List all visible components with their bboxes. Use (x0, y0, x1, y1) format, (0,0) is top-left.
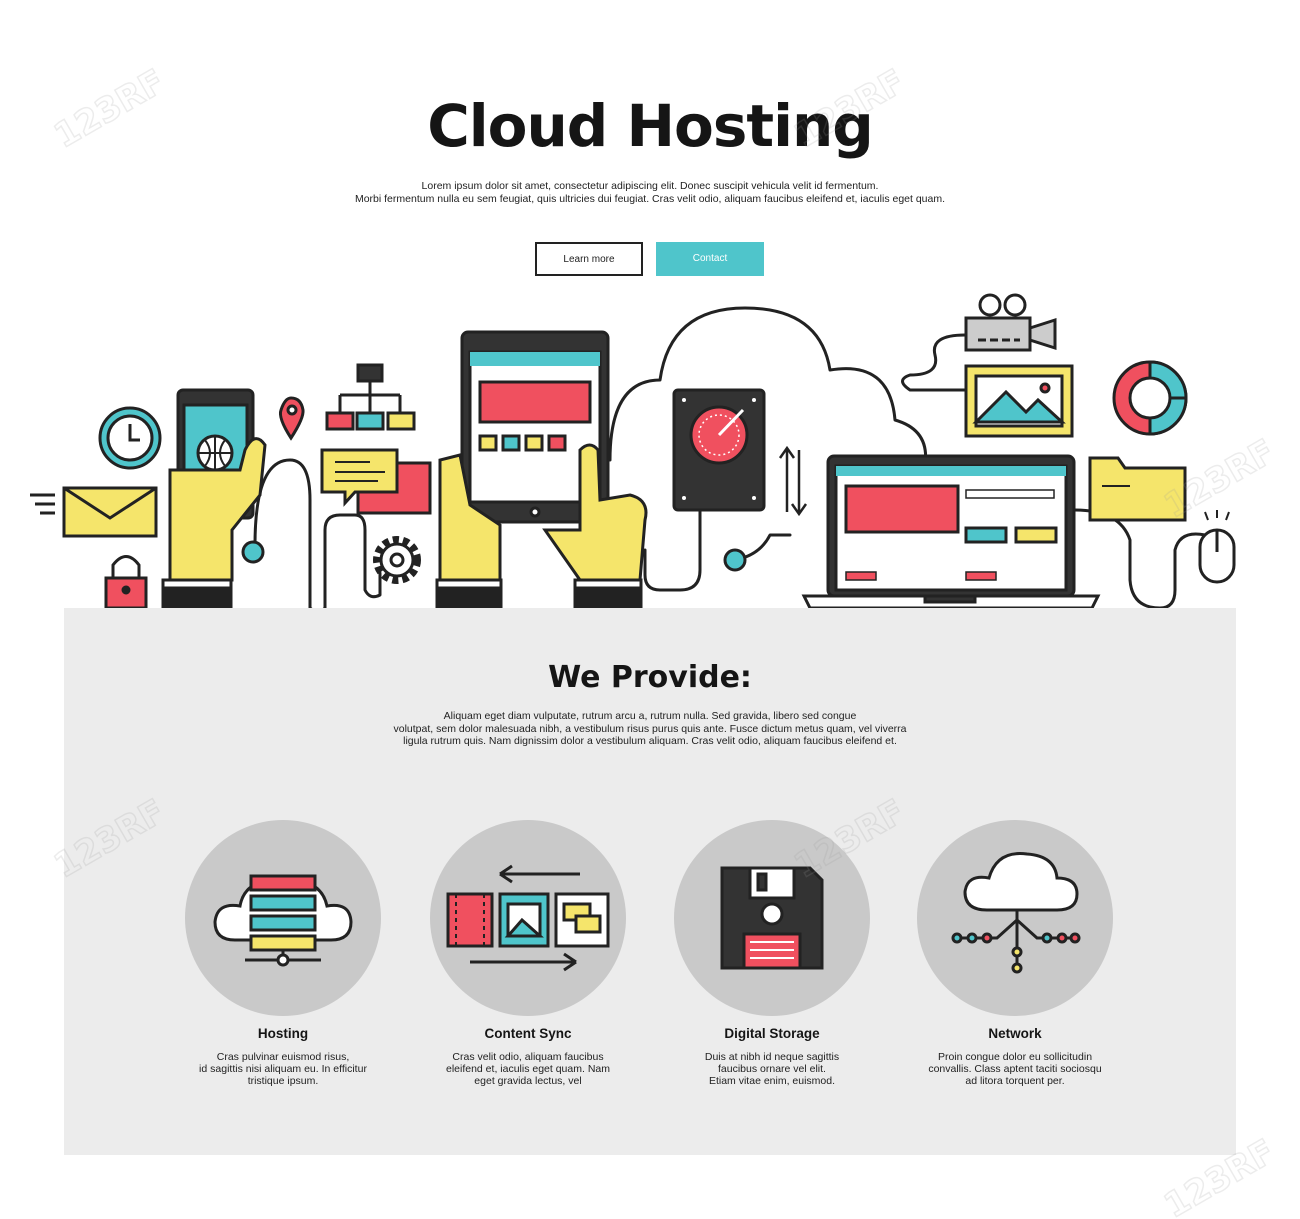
feature-network: Network Proin congue dolor eu sollicitud… (895, 820, 1135, 1087)
hero-description: Lorem ipsum dolor sit amet, consectetur … (250, 180, 1050, 206)
cloud-outline (608, 306, 928, 467)
feature-line: eleifend et, iaculis eget quam. Nam (445, 1063, 610, 1075)
section-description: Aliquam eget diam vulputate, rutrum arcu… (340, 710, 960, 748)
feature-circle (185, 820, 381, 1016)
feature-circle (430, 820, 626, 1016)
cloud-network-icon (951, 852, 1081, 974)
cloud-hosting-illustration (30, 293, 1236, 613)
hard-drive-icon (672, 388, 766, 512)
check-connector-icon (723, 548, 747, 572)
folder-icon (1088, 456, 1187, 522)
feature-content-sync: Content Sync Cras velit odio, aliquam fa… (408, 820, 648, 1087)
feature-line: Proin congue dolor eu sollicitudin (937, 1051, 1093, 1063)
cable-camera (901, 333, 967, 392)
picture-icon (964, 364, 1074, 438)
feature-line: faucibus ornare vel elit. (718, 1063, 826, 1075)
feature-line: Cras pulvinar euismod risus, (216, 1051, 350, 1063)
server-cloud-icon (213, 874, 353, 967)
learn-more-button[interactable]: Learn more (535, 242, 643, 276)
map-pin-icon (279, 396, 305, 441)
section-line-2: volutpat, sem dolor malesuada nibh, a ve… (393, 722, 907, 735)
tablet-hands-icon (435, 330, 648, 610)
feature-title: Digital Storage (724, 1026, 820, 1041)
contact-button[interactable]: Contact (656, 242, 764, 276)
media-sync-icon (446, 864, 610, 972)
page-title: Cloud Hosting (427, 92, 874, 160)
feature-title: Hosting (257, 1026, 309, 1041)
hero-line-2: Morbi fermentum nulla eu sem feugiat, qu… (354, 193, 946, 205)
transfer-arrows-icon (778, 445, 808, 517)
donut-chart-icon (1112, 360, 1188, 436)
gear-icon (373, 536, 421, 584)
feature-digital-storage: Digital Storage Duis at nibh id neque sa… (652, 820, 892, 1087)
sitemap-icon (325, 363, 416, 431)
feature-circle (674, 820, 870, 1016)
feature-description: Proin congue dolor eu sollicitudin conva… (895, 1051, 1135, 1087)
feature-line: ad litora torquent per. (965, 1075, 1065, 1087)
section-line-3: ligula rutrum quis. Nam dignissim dolor … (403, 735, 897, 747)
section-line-1: Aliquam eget diam vulputate, rutrum arcu… (443, 710, 857, 722)
video-camera-icon (964, 293, 1057, 352)
feature-line: Duis at nibh id neque sagittis (704, 1051, 840, 1063)
feature-line: Etiam vitae enim, euismod. (708, 1075, 836, 1087)
feature-title: Content Sync (484, 1026, 572, 1041)
mouse-icon (1198, 510, 1236, 584)
cable-mid (643, 506, 702, 592)
chat-bubbles-icon (320, 448, 432, 515)
feature-line: eget gravida lectus, vel (474, 1075, 582, 1087)
floppy-disk-icon (720, 866, 824, 970)
feature-description: Cras pulvinar euismod risus, id sagittis… (163, 1051, 403, 1087)
envelope-icon (30, 486, 158, 538)
feature-line: tristique ipsum. (247, 1075, 319, 1087)
hero-line-1: Lorem ipsum dolor sit amet, consectetur … (421, 180, 879, 192)
clock-icon (98, 406, 162, 470)
plus-connector-icon (241, 540, 265, 564)
feature-line: Cras velit odio, aliquam faucibus (452, 1051, 604, 1063)
cable-right (1073, 508, 1207, 610)
feature-line: id sagittis nisi aliquam eu. In efficitu… (199, 1063, 367, 1075)
padlock-icon (104, 555, 148, 610)
feature-description: Cras velit odio, aliquam faucibus eleife… (408, 1051, 648, 1087)
feature-hosting: Hosting Cras pulvinar euismod risus, id … (163, 820, 403, 1087)
feature-description: Duis at nibh id neque sagittis faucibus … (652, 1051, 892, 1087)
feature-line: convallis. Class aptent taciti sociosqu (928, 1063, 1102, 1075)
smartphone-hand-icon (161, 388, 267, 610)
section-title: We Provide: (548, 660, 752, 695)
laptop-icon (801, 454, 1101, 610)
feature-title: Network (988, 1026, 1042, 1041)
feature-circle (917, 820, 1113, 1016)
